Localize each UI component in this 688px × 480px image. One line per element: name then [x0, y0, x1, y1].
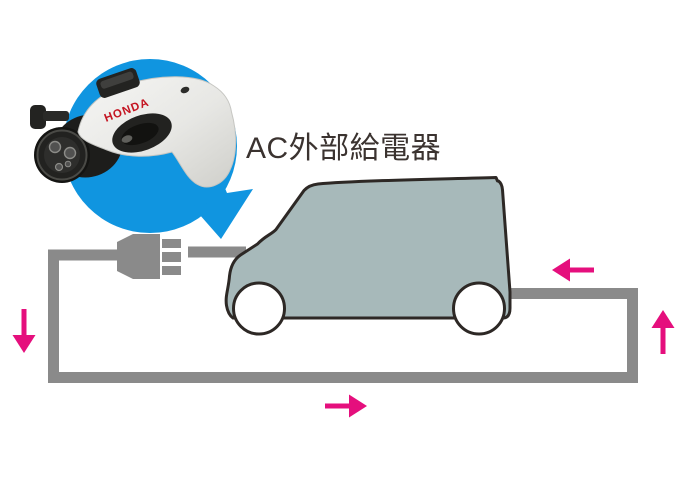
- rear-wheel: [452, 281, 506, 336]
- connector-pin: [64, 160, 72, 168]
- connector-pin: [48, 140, 62, 154]
- plug-prong: [162, 239, 181, 248]
- front-wheel: [232, 281, 286, 336]
- flow-arrow-up-icon: [651, 310, 675, 354]
- connector-pin: [63, 146, 77, 160]
- connector-pin: [54, 162, 64, 172]
- diagram-title: AC外部給電器: [246, 132, 442, 165]
- arrow-head: [651, 310, 675, 328]
- vehicle-body: [224, 176, 512, 320]
- ac-power-feeder-device: HONDA: [30, 68, 237, 188]
- flow-arrow-down-icon: [12, 309, 36, 353]
- release-lever: [30, 105, 80, 129]
- plug-prong: [162, 266, 181, 275]
- arrow-head: [12, 335, 36, 353]
- plug-body: [117, 234, 160, 279]
- vehicle-illustration: [224, 176, 512, 336]
- top-latch: [96, 68, 140, 98]
- top-latch-face: [100, 71, 134, 89]
- release-lever-stem: [43, 111, 69, 121]
- side-button: [180, 86, 190, 94]
- flow-arrow-right-icon: [325, 394, 367, 418]
- release-lever-knob: [30, 105, 46, 129]
- plug-prong: [162, 252, 181, 262]
- arrow-head: [349, 394, 367, 418]
- power-cable-loop: [48, 249, 638, 383]
- handle-hole-highlight: [121, 135, 133, 143]
- arrow-head: [552, 258, 570, 282]
- power-plug: [117, 234, 181, 279]
- flow-arrow-left-icon: [552, 258, 594, 282]
- device-handle-hole: [112, 113, 172, 153]
